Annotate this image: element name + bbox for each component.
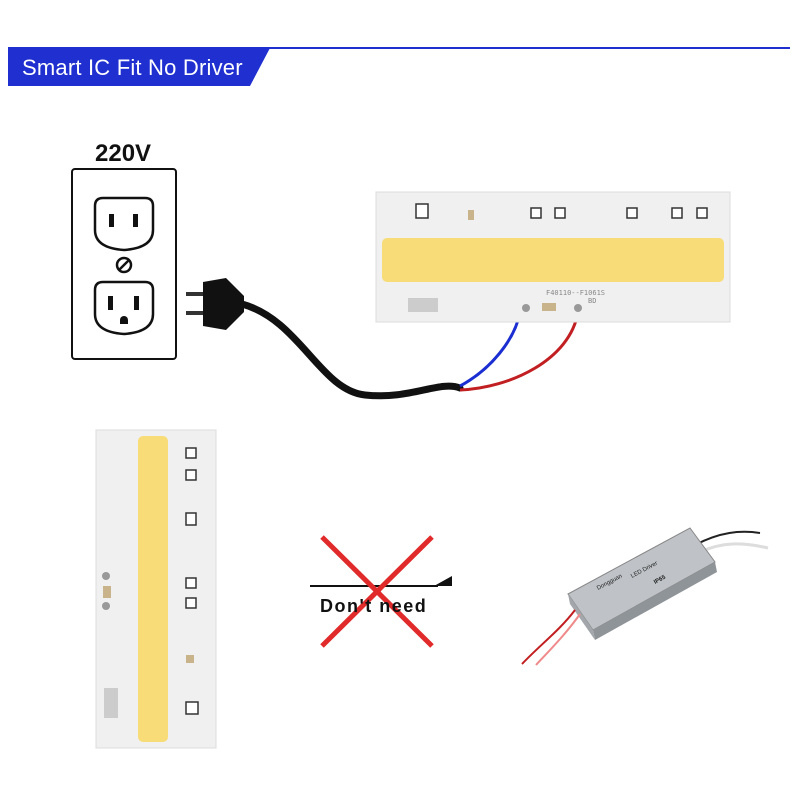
red-wire bbox=[459, 311, 580, 392]
no-driver-cross-icon bbox=[310, 535, 452, 648]
chip-code-label: BD bbox=[588, 297, 596, 305]
cob-chip-vertical bbox=[95, 429, 217, 749]
no-driver-label: Don't need bbox=[320, 596, 428, 616]
cob-chip-horizontal: F40110--F1061S BD bbox=[375, 191, 731, 323]
voltage-label: 220V bbox=[95, 140, 152, 167]
banner-title: Smart IC Fit No Driver bbox=[22, 55, 243, 80]
blue-wire bbox=[459, 311, 522, 388]
driver-rating: IP65 bbox=[653, 574, 667, 585]
led-strip bbox=[382, 238, 724, 282]
banner-underline bbox=[8, 47, 790, 49]
wall-outlet bbox=[71, 168, 177, 360]
plug-icon bbox=[186, 278, 244, 330]
power-cable bbox=[238, 300, 464, 400]
led-driver-icon: Dongguan LED Driver IP65 bbox=[521, 527, 769, 666]
led-strip-vertical bbox=[138, 436, 168, 742]
chip-model-label: F40110--F1061S bbox=[546, 289, 605, 297]
outlet-sockets-icon bbox=[93, 196, 155, 336]
banner-background bbox=[8, 48, 270, 86]
